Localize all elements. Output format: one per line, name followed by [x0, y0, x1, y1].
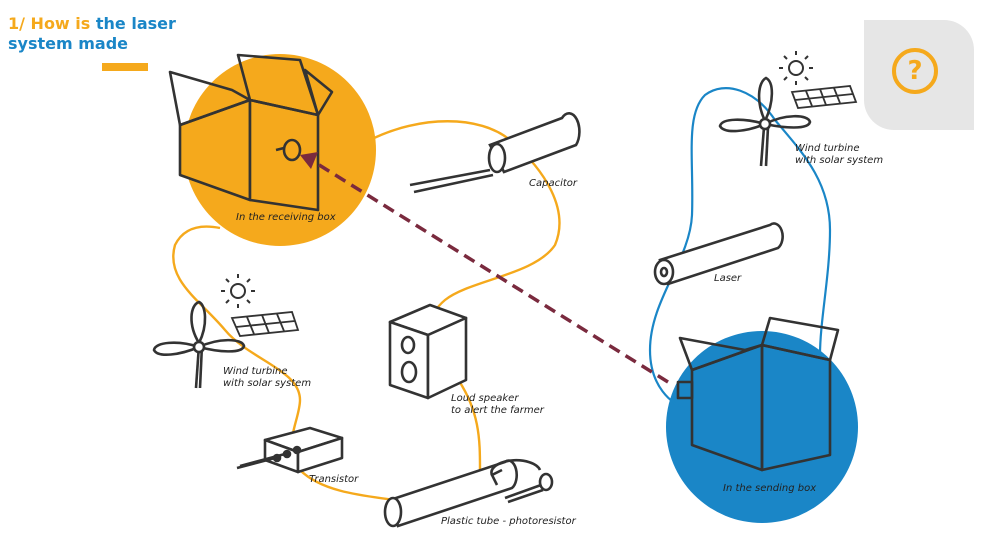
laser-label: Laser	[714, 273, 742, 284]
transistor-icon	[236, 426, 344, 474]
laser-icon	[653, 222, 784, 286]
title-underline	[102, 63, 148, 71]
speaker-label-line2: to alert the farmer	[451, 405, 544, 416]
wind-turbine-right-icon	[718, 76, 812, 167]
plastic-tube-icon	[383, 458, 554, 528]
sending-box-icon	[676, 316, 840, 472]
help-card[interactable]: ?	[864, 20, 974, 130]
speaker-label-line1: Loud speaker	[451, 393, 519, 404]
page-title: 1/ How is the laser system made	[8, 14, 176, 53]
plastic-tube-label: Plastic tube - photoresistor	[441, 516, 576, 527]
sending-box-label: In the sending box	[723, 483, 817, 494]
capacitor-icon	[409, 111, 581, 194]
wind-left-label-line2: with solar system	[223, 378, 312, 389]
blue-wire	[648, 87, 832, 412]
laser-beam	[315, 161, 669, 384]
question-icon[interactable]: ?	[892, 48, 938, 94]
solar-panel-right-icon	[790, 85, 858, 109]
sun-left-icon	[221, 274, 255, 308]
wind-right-label-line1: Wind turbine	[795, 143, 860, 154]
wind-right-label-line2: with solar system	[795, 155, 884, 166]
sun-right-icon	[779, 51, 813, 85]
receiving-box-icon	[168, 53, 334, 212]
loud-speaker-icon	[388, 303, 468, 400]
wind-turbine-left-icon	[152, 300, 246, 389]
laser-arrow-head	[300, 152, 318, 169]
solar-panel-left-icon	[230, 311, 300, 337]
receiving-box-label: In the receiving box	[236, 212, 336, 223]
transistor-label: Transistor	[309, 474, 359, 485]
wind-left-label-line1: Wind turbine	[223, 366, 288, 377]
capacitor-label: Capacitor	[529, 178, 578, 189]
